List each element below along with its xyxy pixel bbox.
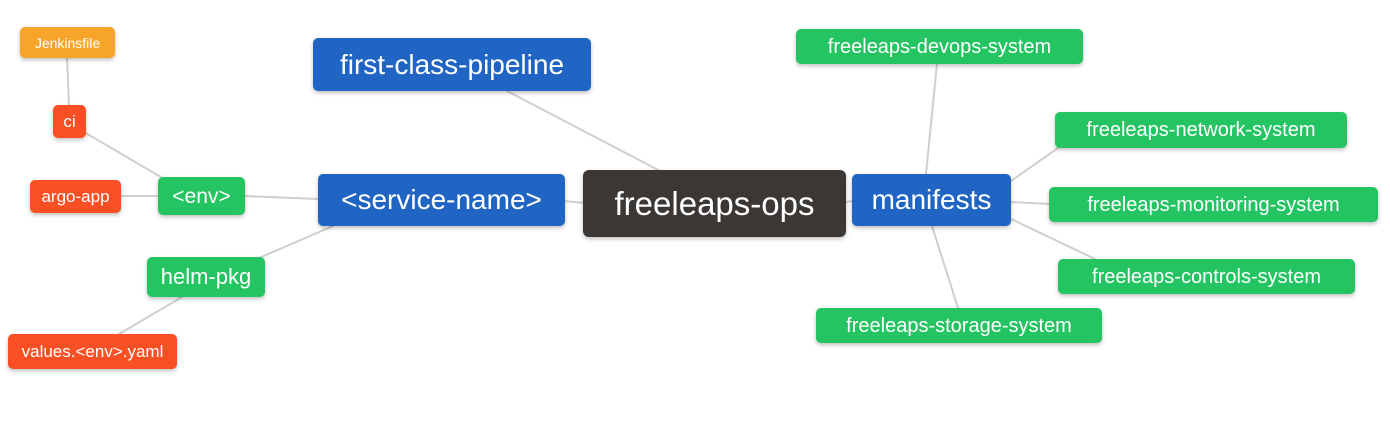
edge-root-manifests <box>844 200 854 203</box>
node-freeleaps-network-system[interactable]: freeleaps-network-system <box>1055 112 1347 148</box>
node-first-class-pipeline[interactable]: first-class-pipeline <box>313 38 591 91</box>
edge-manifests-monitoring <box>1010 201 1050 205</box>
node-service-name[interactable]: <service-name> <box>318 174 565 226</box>
node-ci[interactable]: ci <box>53 105 86 138</box>
edge-manifests-storage <box>931 225 959 309</box>
node-freeleaps-controls-system[interactable]: freeleaps-controls-system <box>1058 259 1355 294</box>
edge-values-helm-pkg <box>118 296 183 335</box>
edge-manifests-devops <box>925 63 938 175</box>
node-freeleaps-storage-system[interactable]: freeleaps-storage-system <box>816 308 1102 343</box>
node-jenkinsfile[interactable]: Jenkinsfile <box>20 27 115 58</box>
node-env[interactable]: <env> <box>158 177 245 215</box>
edge-manifests-network <box>1010 147 1059 182</box>
node-manifests[interactable]: manifests <box>852 174 1011 226</box>
edge-ci-env <box>83 131 167 181</box>
node-helm-pkg[interactable]: helm-pkg <box>147 257 265 297</box>
node-freeleaps-devops-system[interactable]: freeleaps-devops-system <box>796 29 1083 64</box>
edge-service-name-root <box>563 200 586 204</box>
edge-jenkinsfile-ci <box>66 57 70 106</box>
node-freeleaps-monitoring-system[interactable]: freeleaps-monitoring-system <box>1049 187 1378 222</box>
edge-pipeline-root <box>506 90 663 173</box>
edge-env-service-name <box>244 195 319 200</box>
edge-helm-pkg-service-name <box>258 225 334 259</box>
node-argo-app[interactable]: argo-app <box>30 180 121 213</box>
node-values-env-yaml[interactable]: values.<env>.yaml <box>8 334 177 369</box>
edge-manifests-controls <box>1010 218 1096 260</box>
node-freeleaps-ops-root[interactable]: freeleaps-ops <box>583 170 846 237</box>
